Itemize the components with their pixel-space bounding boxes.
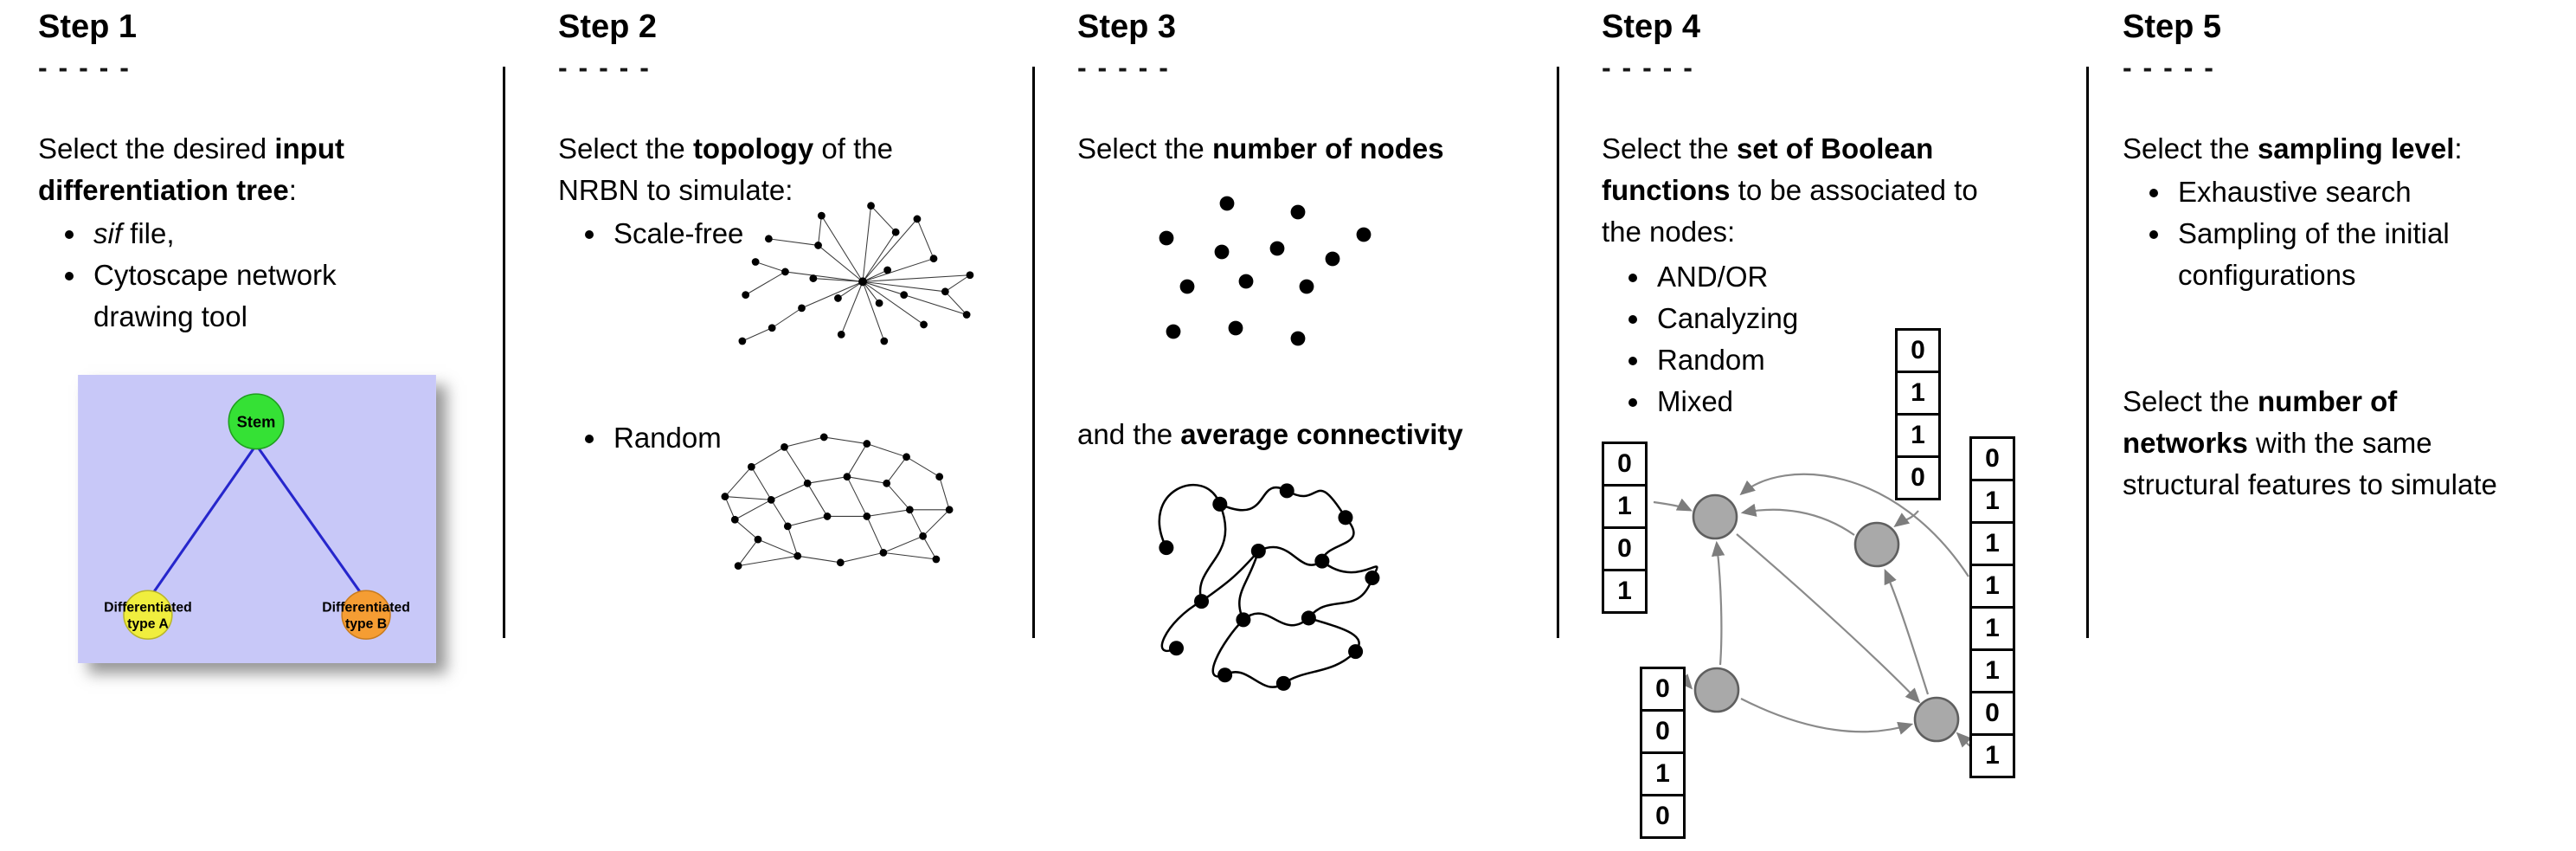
step2-title: Step 2 [558, 9, 658, 45]
column-separator [1032, 67, 1035, 638]
differentiation-tree-image: Stem Differentiated type A Differentiate… [78, 375, 436, 663]
truth-table-cell: 1 [1895, 371, 1941, 416]
truth-table-left: 0 1 0 1 [1602, 442, 1648, 614]
step5-title: Step 5 [2123, 9, 2222, 45]
bullet-sampling-initial: Sampling of the initial configurations [2173, 213, 2555, 296]
step4-bullets: AND/OR Canalyzing Random Mixed [1602, 256, 1798, 422]
truth-table-cell: 0 [1969, 436, 2015, 481]
truth-table-cell: 0 [1895, 328, 1941, 373]
bullet-scale-free: Scale-free [608, 213, 743, 255]
truth-table-cell: 0 [1602, 442, 1648, 487]
truth-table-cell: 0 [1640, 709, 1686, 754]
step3-title: Step 3 [1077, 9, 1177, 45]
type-a-node [123, 590, 173, 640]
step4-dashes: - - - - - [1602, 52, 1694, 83]
step5-intro: Select the sampling level: [2123, 132, 2463, 164]
step3-column: Step 3 - - - - - Select the number of no… [1077, 0, 1536, 851]
step5-dashes: - - - - - [2123, 52, 2215, 83]
truth-table-cell: 1 [1969, 648, 2015, 693]
scale-free-nodes [738, 202, 974, 345]
scale-free-network-image [723, 192, 986, 384]
step1-dashes: - - - - - [38, 52, 131, 83]
truth-table-cell: 0 [1640, 794, 1686, 839]
column-separator [503, 67, 505, 638]
stem-node [228, 393, 285, 450]
type-b-label-line1: Differentiated [322, 600, 410, 615]
column-separator [1557, 67, 1559, 638]
boolean-node [1692, 493, 1738, 540]
truth-table-cell: 1 [1640, 751, 1686, 796]
bullet-sif-file: sif file, [88, 213, 401, 255]
step2-column: Step 2 - - - - - Select the topology of … [558, 0, 974, 851]
truth-table-cell: 1 [1969, 521, 2015, 566]
random-network-svg [721, 433, 954, 571]
truth-table-cell: 0 [1602, 526, 1648, 571]
bullet-random: Random [608, 417, 722, 459]
boolean-nodes [1692, 493, 1960, 743]
bullet-and-or: AND/OR [1652, 256, 1798, 298]
step2-dashes: - - - - - [558, 52, 651, 83]
step2-bullet-random: Random [558, 417, 722, 459]
boolean-network-svg [1653, 473, 1972, 748]
truth-table-cell: 1 [1969, 733, 2015, 778]
step3-connectivity-text: and the average connectivity [1077, 418, 1463, 450]
boolean-node [1693, 667, 1740, 713]
step4-title: Step 4 [1602, 9, 1701, 45]
truth-table-right: 0 1 1 1 1 1 0 1 [1969, 436, 2015, 778]
bullet-random-functions: Random [1652, 339, 1798, 381]
step1-column: Step 1 - - - - - Select the desired inpu… [38, 0, 436, 851]
step5-column: Step 5 - - - - - Select the sampling lev… [2123, 0, 2555, 851]
truth-table-cell: 1 [1602, 569, 1648, 614]
scale-free-network-svg [738, 202, 974, 345]
type-b-node [341, 590, 391, 640]
boolean-node [1913, 696, 1960, 743]
random-network-image [705, 410, 969, 603]
truth-table-cell: 1 [1602, 484, 1648, 529]
truth-table-bottom-left: 0 0 1 0 [1640, 667, 1686, 839]
step2-bullet-scale-free: Scale-free [558, 213, 743, 255]
type-a-label-line1: Differentiated [104, 600, 192, 615]
column-separator [2086, 67, 2089, 638]
type-a-label-line2: type A [127, 617, 169, 632]
random-edges [724, 436, 950, 567]
bullet-mixed: Mixed [1652, 381, 1798, 422]
step3-dashes: - - - - - [1077, 52, 1170, 83]
truth-table-cell: 1 [1969, 606, 2015, 651]
truth-table-cell: 0 [1969, 691, 2015, 736]
connectivity-graph-image [1124, 461, 1410, 720]
bullet-exhaustive-search: Exhaustive search [2173, 171, 2555, 213]
boolean-node [1853, 521, 1900, 568]
step1-title: Step 1 [38, 9, 138, 45]
truth-table-cell: 1 [1895, 413, 1941, 458]
truth-table-cell: 0 [1640, 667, 1686, 712]
scale-free-edges [742, 205, 971, 342]
connectivity-nodes [1159, 483, 1380, 691]
nodes-dots-image [1146, 186, 1388, 404]
nodes-dots-svg [1159, 196, 1372, 346]
bullet-cytoscape: Cytoscape network drawing tool [88, 255, 401, 338]
stem-label: Stem [237, 413, 276, 431]
step4-column: Step 4 - - - - - Select the set of Boole… [1602, 0, 2060, 851]
step5-bullets: Exhaustive search Sampling of the initia… [2123, 171, 2555, 296]
truth-table-cell: 0 [1895, 455, 1941, 500]
bullet-canalyzing: Canalyzing [1652, 298, 1798, 339]
step1-bullets: sif file, Cytoscape network drawing tool [38, 213, 401, 338]
boolean-network-diagram: 0 1 0 1 0 1 1 0 0 1 1 1 1 1 0 1 [1602, 320, 2034, 851]
type-b-label-line2: type B [345, 617, 387, 632]
node-dots [1159, 196, 1372, 346]
tree-edges [148, 443, 366, 599]
truth-table-top: 0 1 1 0 [1895, 328, 1941, 500]
connectivity-graph-svg [1158, 483, 1380, 691]
step3-intro: Select the number of nodes [1077, 132, 1444, 164]
truth-table-cell: 1 [1969, 479, 2015, 524]
random-nodes [721, 433, 954, 571]
truth-table-cell: 1 [1969, 564, 2015, 609]
differentiation-tree-svg: Stem Differentiated type A Differentiate… [78, 375, 436, 663]
